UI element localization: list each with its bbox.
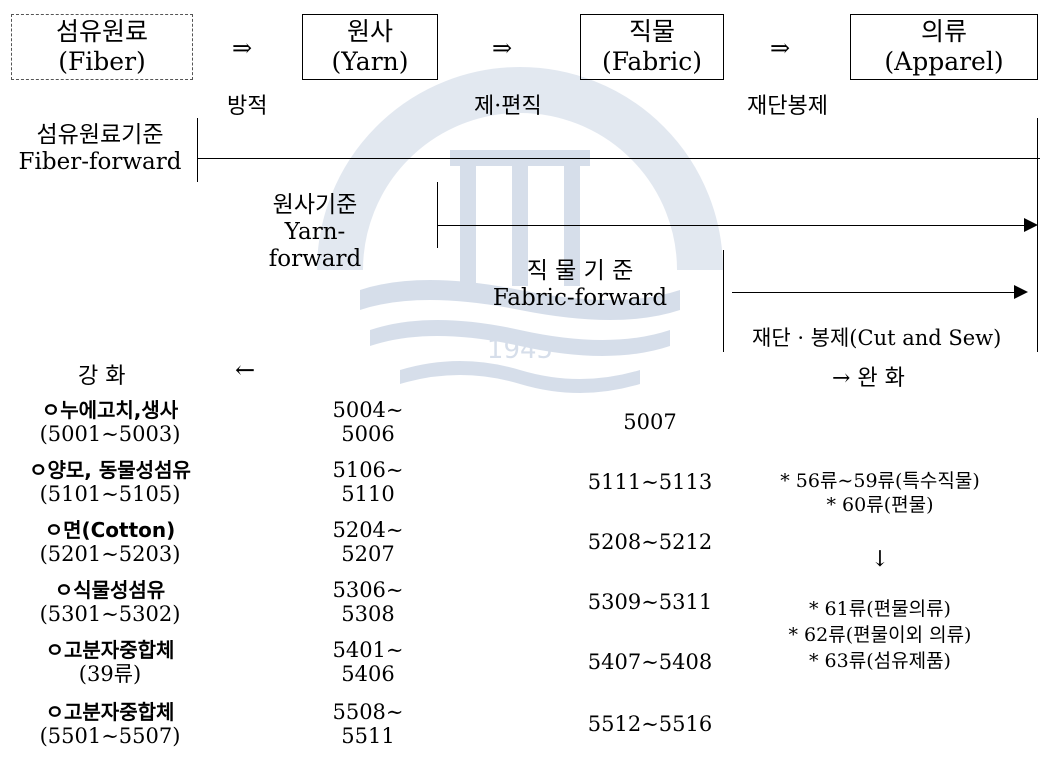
fabric-forward-bar [723, 250, 724, 352]
stage-yarn-box: 원사 (Yarn) [302, 14, 438, 80]
row-cotton-range: (5201∼5203) [39, 542, 181, 566]
row-plant-name: ㅇ식물성섬유 [54, 578, 166, 602]
row-silk-yarn: 5004∼ 5006 [318, 398, 418, 446]
fabric-forward-arrowhead [1014, 285, 1028, 299]
strengthen-label: 강 화 [78, 364, 126, 389]
row-wool-name: ㅇ양모, 동물성섬유 [29, 458, 191, 482]
stage-yarn-ko: 원사 [346, 17, 393, 46]
row-silk-name: ㅇ누에고치,생사 [41, 398, 179, 422]
row-wool-yarn: 5106∼ 5110 [318, 458, 418, 506]
row-polymer2-yarn-b: 5511 [341, 724, 395, 748]
row-plant-range: (5301∼5302) [39, 602, 181, 626]
stage-apparel-box: 의류 (Apparel) [850, 14, 1038, 80]
fabric-forward-en: Fabric-forward [492, 285, 668, 311]
stage-fabric-box: 직물 (Fabric) [580, 14, 724, 80]
yarn-forward-line [437, 225, 1027, 226]
row-cotton-yarn-a: 5204∼ [332, 518, 404, 542]
fiber-forward-ko: 섬유원료기준 [36, 122, 164, 148]
row-polymer1-range: (39류) [78, 662, 142, 686]
process-cut-sew: 재단봉제 [747, 94, 828, 119]
row-wool-yarn-a: 5106∼ [332, 458, 404, 482]
stage-arrow-3: ⇒ [770, 34, 791, 62]
row-wool-fabric: 5111∼5113 [587, 470, 713, 494]
note-non-knit-apparel: * 62류(편물이외 의류) [788, 624, 972, 646]
fabric-forward-ko: 직 물 기 준 [526, 258, 634, 284]
yarn-forward-en: Yarn-forward [268, 219, 362, 272]
row-polymer1-yarn: 5401∼ 5406 [318, 638, 418, 686]
stage-apparel-en: (Apparel) [884, 47, 1004, 76]
row-silk-range: (5001∼5003) [39, 422, 181, 446]
row-cotton-label: ㅇ면(Cotton) (5201∼5203) [10, 518, 210, 566]
row-plant-yarn-a: 5306∼ [332, 578, 404, 602]
stage-fiber-ko: 섬유원료 [55, 17, 148, 46]
row-wool-label: ㅇ양모, 동물성섬유 (5101∼5105) [10, 458, 210, 506]
note-down-arrow: ↓ [870, 547, 890, 572]
apparel-right-bar [1037, 118, 1038, 352]
row-polymer2-yarn: 5508∼ 5511 [318, 700, 418, 748]
row-cotton-name: ㅇ면(Cotton) [44, 518, 176, 542]
row-plant-yarn: 5306∼ 5308 [318, 578, 418, 626]
row-polymer1-fabric: 5407∼5408 [587, 650, 713, 674]
note-knit-apparel: * 61류(편물의류) [809, 598, 951, 620]
fiber-forward-bar [197, 118, 198, 182]
row-polymer2-label: ㅇ고분자중합체 (5501∼5507) [10, 700, 210, 748]
stage-yarn-en: (Yarn) [331, 47, 409, 76]
process-weaving-knitting: 제·편직 [474, 94, 542, 119]
stage-fiber-en: (Fiber) [58, 47, 146, 76]
process-spinning: 방적 [227, 94, 268, 119]
yarn-forward-label: 원사기준 Yarn-forward [240, 192, 390, 273]
row-wool-range: (5101∼5105) [39, 482, 181, 506]
row-polymer1-yarn-a: 5401∼ [332, 638, 404, 662]
row-silk-yarn-b: 5006 [341, 422, 395, 446]
row-polymer1-label: ㅇ고분자중합체 (39류) [10, 638, 210, 686]
cut-sew-label: 재단 · 봉제(Cut and Sew) [752, 326, 1002, 350]
stage-arrow-2: ⇒ [492, 34, 513, 62]
row-polymer2-fabric: 5512∼5516 [587, 712, 713, 736]
row-plant-label: ㅇ식물성섬유 (5301∼5302) [10, 578, 210, 626]
row-polymer1-name: ㅇ고분자중합체 [45, 638, 175, 662]
row-polymer1-yarn-b: 5406 [341, 662, 395, 686]
strengthen-arrow: ← [235, 356, 256, 384]
fabric-forward-label: 직 물 기 준 Fabric-forward [470, 258, 690, 312]
note-textile-products: * 63류(섬유제품) [809, 650, 951, 672]
row-cotton-yarn: 5204∼ 5207 [318, 518, 418, 566]
row-wool-yarn-b: 5110 [341, 482, 395, 506]
row-silk-fabric: 5007 [623, 410, 677, 434]
row-polymer2-name: ㅇ고분자중합체 [45, 700, 175, 724]
stage-fabric-ko: 직물 [628, 17, 675, 46]
watermark-year: 1945 [487, 335, 553, 365]
note-knit: * 60류(편물) [826, 494, 934, 516]
yarn-forward-arrowhead [1024, 218, 1038, 232]
row-plant-fabric: 5309∼5311 [587, 590, 713, 614]
row-cotton-yarn-b: 5207 [341, 542, 395, 566]
stage-fiber-box: 섬유원료 (Fiber) [11, 14, 193, 80]
row-polymer2-yarn-a: 5508∼ [332, 700, 404, 724]
relax-label: → 완 화 [832, 366, 905, 391]
university-seal-watermark: 1945 [317, 67, 723, 393]
stage-fabric-en: (Fabric) [601, 47, 702, 76]
row-cotton-fabric: 5208∼5212 [587, 530, 713, 554]
yarn-forward-ko: 원사기준 [272, 192, 358, 218]
row-plant-yarn-b: 5308 [341, 602, 395, 626]
stage-apparel-ko: 의류 [920, 17, 967, 46]
note-special-fabrics: * 56류∼59류(특수직물) [780, 470, 980, 492]
fiber-forward-en: Fiber-forward [18, 149, 182, 175]
row-polymer2-range: (5501∼5507) [39, 724, 181, 748]
stage-arrow-1: ⇒ [232, 34, 253, 62]
fiber-forward-label: 섬유원료기준 Fiber-forward [10, 122, 190, 176]
row-silk-label: ㅇ누에고치,생사 (5001∼5003) [10, 398, 210, 446]
fabric-forward-line [732, 292, 1017, 293]
row-silk-yarn-a: 5004∼ [332, 398, 404, 422]
yarn-forward-bar [437, 182, 438, 248]
fiber-forward-line [197, 158, 1040, 159]
